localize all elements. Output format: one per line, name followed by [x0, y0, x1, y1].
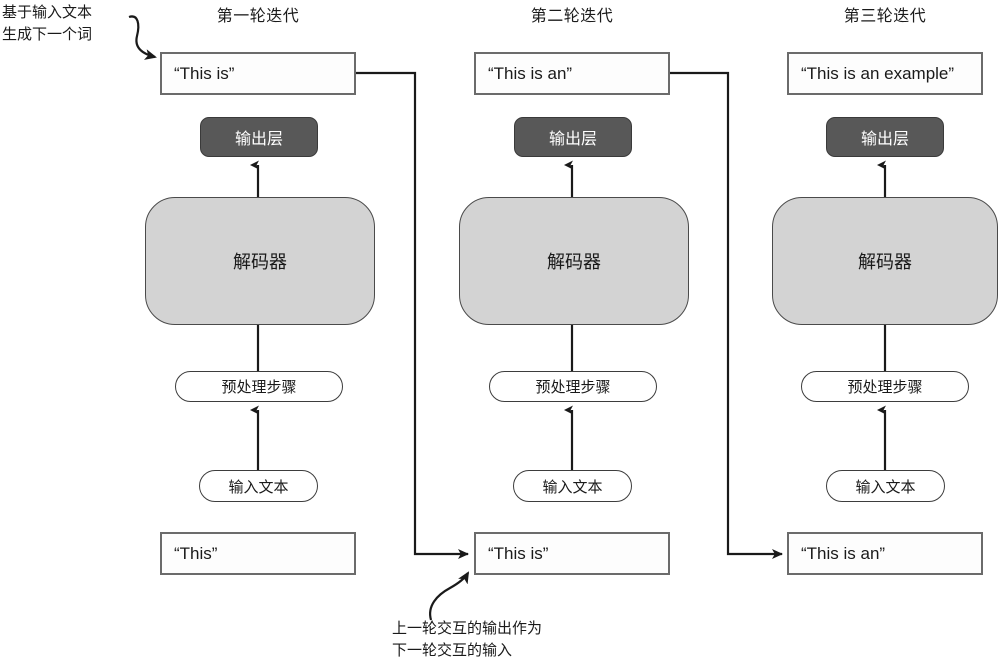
- input-text-box-iteration-3[interactable]: “This is an”: [787, 532, 983, 575]
- column-header-iteration-2: 第二轮迭代: [530, 8, 614, 25]
- feedback-wire-2-to-3: [670, 71, 783, 559]
- input-text-node-iteration-3[interactable]: 输入文本: [826, 470, 945, 502]
- output-text-box-iteration-3[interactable]: “This is an example”: [787, 52, 983, 95]
- column-header-iteration-3: 第三轮迭代: [843, 8, 927, 25]
- top-annotation-arrow: [128, 15, 157, 60]
- output-layer-iteration-3[interactable]: 输出层: [826, 117, 944, 157]
- input-text-node-iteration-1[interactable]: 输入文本: [199, 470, 318, 502]
- feedback-wire-1-to-2: [355, 71, 469, 559]
- output-layer-iteration-1[interactable]: 输出层: [200, 117, 318, 157]
- input-text-box-iteration-2[interactable]: “This is”: [474, 532, 670, 575]
- column-header-iteration-1: 第一轮迭代: [216, 8, 300, 25]
- preprocess-step-iteration-3[interactable]: 预处理步骤: [801, 371, 969, 402]
- decoder-iteration-2[interactable]: 解码器: [459, 197, 689, 325]
- preprocess-step-iteration-2[interactable]: 预处理步骤: [489, 371, 657, 402]
- output-text-box-iteration-2[interactable]: “This is an”: [474, 52, 670, 95]
- decoder-iteration-3[interactable]: 解码器: [772, 197, 998, 325]
- input-text-box-iteration-1[interactable]: “This”: [160, 532, 356, 575]
- bottom-annotation-arrow: [429, 571, 470, 621]
- decoder-iteration-1[interactable]: 解码器: [145, 197, 375, 325]
- annotation-generate-next-word: 基于输入文本 生成下一个词: [2, 4, 93, 43]
- output-layer-iteration-2[interactable]: 输出层: [514, 117, 632, 157]
- preprocess-step-iteration-1[interactable]: 预处理步骤: [175, 371, 343, 402]
- input-text-node-iteration-2[interactable]: 输入文本: [513, 470, 632, 502]
- output-text-box-iteration-1[interactable]: “This is”: [160, 52, 356, 95]
- annotation-previous-output-as-next-input: 上一轮交互的输出作为 下一轮交互的输入: [392, 620, 543, 659]
